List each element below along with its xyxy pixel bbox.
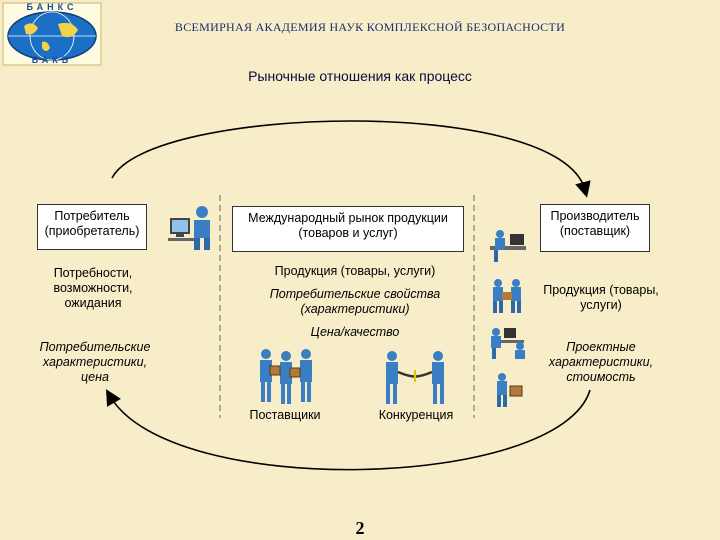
producer-label: Производитель xyxy=(550,209,640,223)
academy-logo: БАНКС ВАКБ xyxy=(2,2,102,66)
consumer-label: Потребитель xyxy=(54,209,130,223)
competition-tug-of-war-icon xyxy=(382,350,448,411)
globe-logo-icon xyxy=(2,2,102,66)
producer-box: Производитель (поставщик) xyxy=(540,204,650,252)
page-number: 2 xyxy=(355,518,365,538)
market-box: Международный рынок продукции (товаров и… xyxy=(232,206,464,252)
consumer-properties-text: Потребительские свойства (характеристики… xyxy=(269,287,441,316)
logo-text-top: БАНКС xyxy=(26,2,78,12)
production-workers-icon xyxy=(488,278,528,319)
suppliers-label: Поставщики xyxy=(249,408,321,422)
market-sublabel: (товаров и услуг) xyxy=(298,226,398,240)
design-team-icon xyxy=(488,324,528,365)
consumer-computer-icon xyxy=(166,204,216,257)
competition-label: Конкуренция xyxy=(378,408,454,422)
market-label: Международный рынок продукции xyxy=(248,211,448,225)
organization-name: ВСЕМИРНАЯ АКАДЕМИЯ НАУК КОМПЛЕКСНОЙ БЕЗО… xyxy=(174,20,566,34)
producer-products-text: Продукция (товары, услуги) xyxy=(543,283,659,312)
logo-text-bottom: ВАКБ xyxy=(31,55,73,65)
needs-text: Потребности, возможности, ожидания xyxy=(53,266,133,310)
price-quality-text: Цена/качество xyxy=(310,325,400,339)
consumer-box: Потребитель (приобретатель) xyxy=(37,204,147,250)
page-title: Рыночные отношения как процесс xyxy=(248,68,472,84)
products-text: Продукция (товары, услуги) xyxy=(274,264,436,278)
producer-desk-icon xyxy=(488,228,528,269)
producer-sublabel: (поставщик) xyxy=(559,224,631,238)
suppliers-figures-icon xyxy=(256,348,320,411)
consumer-sublabel: (приобретатель) xyxy=(44,224,140,238)
top-arc-arrow xyxy=(111,120,591,198)
design-characteristics-text: Проектные характеристики, стоимость xyxy=(548,340,654,384)
cost-worker-icon xyxy=(488,372,528,413)
bottom-arc-arrow xyxy=(105,389,591,471)
consumer-characteristics-text: Потребительские характеристики, цена xyxy=(39,340,151,384)
